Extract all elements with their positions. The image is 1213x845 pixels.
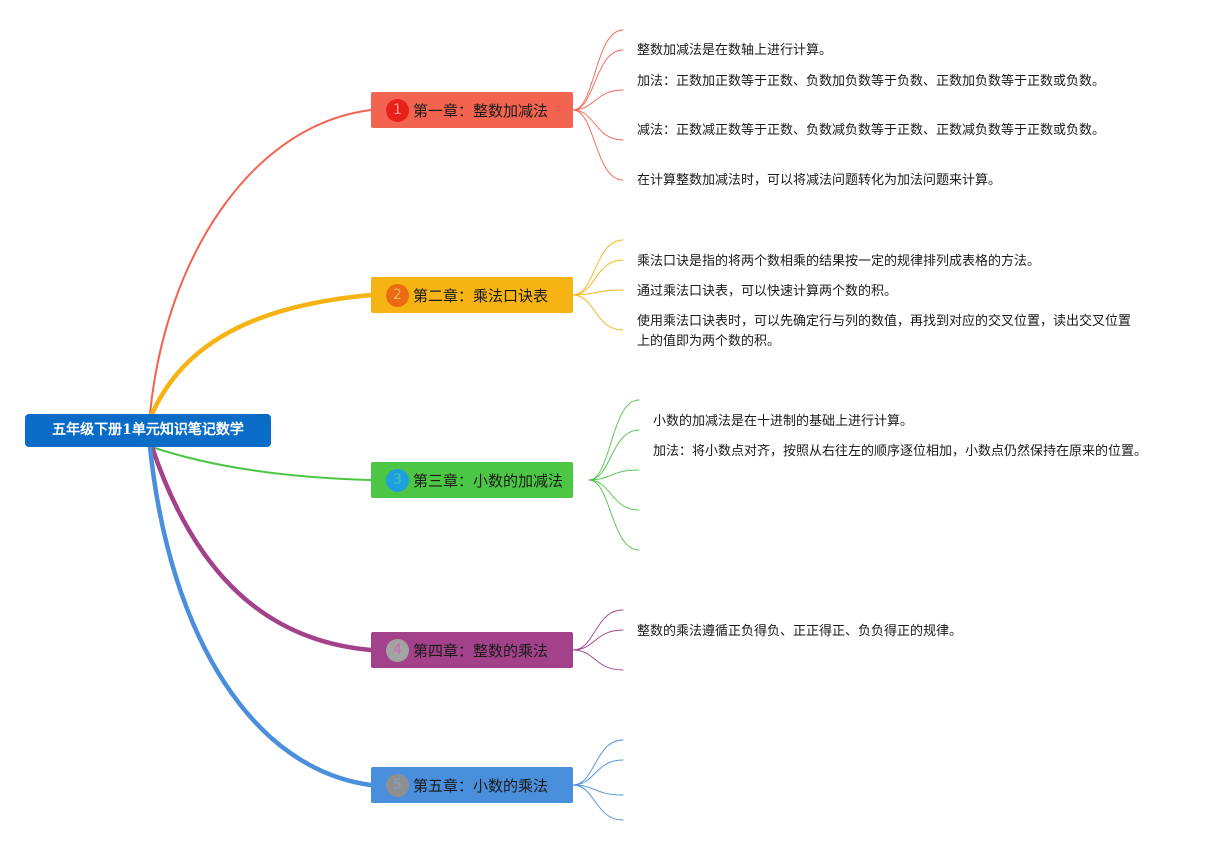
note-connector bbox=[572, 89, 624, 111]
branch-connector bbox=[149, 444, 374, 653]
note-connector bbox=[572, 784, 624, 821]
chapter-title: 第三章：小数的加减法 bbox=[413, 471, 564, 490]
note-connector bbox=[572, 29, 624, 111]
note-connector bbox=[572, 109, 624, 181]
note-connector bbox=[588, 479, 640, 511]
chapter-title: 第五章：小数的乘法 bbox=[413, 776, 549, 795]
note-connector bbox=[572, 609, 624, 651]
note-text[interactable]: 在计算整数加减法时，可以将减法问题转化为加法问题来计算。 bbox=[637, 173, 1002, 188]
note-connector bbox=[572, 259, 624, 296]
note-connector bbox=[588, 469, 640, 481]
note-connector bbox=[588, 479, 640, 551]
note-text[interactable]: 乘法口诀是指的将两个数相乘的结果按一定的规律排列成表格的方法。 bbox=[637, 254, 1041, 269]
note-text[interactable]: 整数的乘法遵循正负得负、正正得正、负负得正的规律。 bbox=[637, 624, 963, 639]
chapter-node-2[interactable]: 2 第二章：乘法口诀表 bbox=[371, 277, 573, 313]
branch-connector bbox=[149, 109, 372, 415]
chapter-title: 第二章：乘法口诀表 bbox=[413, 286, 549, 305]
chapter-node-5[interactable]: 5 第五章：小数的乘法 bbox=[371, 767, 573, 803]
branch-connector bbox=[149, 292, 374, 417]
note-text[interactable]: 减法：正数减正数等于正数、负数减负数等于正数、正数减负数等于正数或负数。 bbox=[637, 123, 1106, 138]
note-connector bbox=[572, 289, 624, 296]
note-text[interactable]: 通过乘法口诀表，可以快速计算两个数的积。 bbox=[637, 284, 898, 299]
chapter-number-badge: 1 bbox=[386, 98, 409, 122]
note-connector bbox=[572, 49, 624, 111]
chapter-number-badge: 5 bbox=[386, 773, 409, 797]
note-text[interactable]: 使用乘法口诀表时，可以先确定行与列的数值，再找到对应的交叉位置，读出交叉位置上的… bbox=[637, 314, 1132, 349]
chapter-number-badge: 3 bbox=[386, 468, 409, 492]
root-topic[interactable]: 五年级下册1单元知识笔记数学 bbox=[25, 414, 271, 447]
branch-connector bbox=[147, 444, 374, 788]
chapter-number-badge: 2 bbox=[386, 283, 409, 307]
chapter-number-badge: 4 bbox=[386, 638, 409, 662]
branch-connector bbox=[151, 446, 372, 481]
note-connector bbox=[572, 294, 624, 331]
note-connector bbox=[572, 759, 624, 786]
note-connector bbox=[572, 739, 624, 786]
note-connector bbox=[572, 629, 624, 651]
note-text[interactable]: 小数的加减法是在十进制的基础上进行计算。 bbox=[653, 414, 914, 429]
note-connector bbox=[572, 109, 624, 141]
chapter-node-1[interactable]: 1 第一章：整数加减法 bbox=[371, 92, 573, 128]
chapter-title: 第四章：整数的乘法 bbox=[413, 641, 549, 660]
chapter-node-4[interactable]: 4 第四章：整数的乘法 bbox=[371, 632, 573, 668]
note-text[interactable]: 整数加减法是在数轴上进行计算。 bbox=[637, 43, 833, 58]
chapter-title: 第一章：整数加减法 bbox=[413, 101, 549, 120]
root-topic-label: 五年级下册1单元知识笔记数学 bbox=[52, 422, 244, 438]
note-connector bbox=[572, 649, 624, 671]
note-text[interactable]: 加法：将小数点对齐，按照从右往左的顺序逐位相加，小数点仍然保持在原来的位置。 bbox=[653, 444, 1148, 459]
note-text[interactable]: 加法：正数加正数等于正数、负数加负数等于负数、正数加负数等于正数或负数。 bbox=[637, 74, 1106, 89]
note-connector bbox=[588, 429, 640, 481]
note-connector bbox=[572, 239, 624, 296]
note-connector bbox=[588, 399, 640, 481]
chapter-node-3[interactable]: 3 第三章：小数的加减法 bbox=[371, 462, 573, 498]
